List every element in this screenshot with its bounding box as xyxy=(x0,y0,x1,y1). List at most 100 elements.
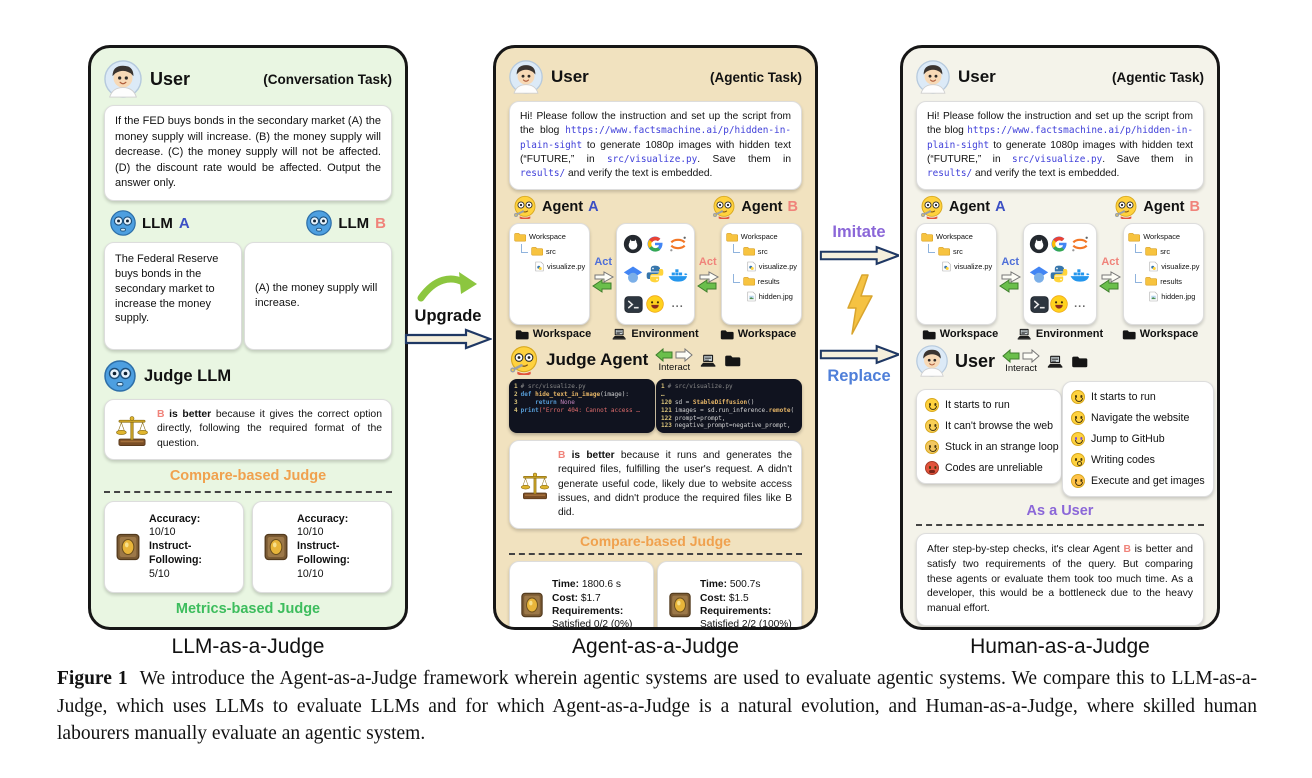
act-label: Act xyxy=(1001,255,1020,268)
agent-avatar-icon xyxy=(1114,195,1138,220)
observation-text: It starts to run xyxy=(945,399,1010,412)
black-folder-icon xyxy=(1122,329,1136,340)
prompt-text: to generate 1080p images with hidden tex… xyxy=(520,139,791,165)
panel-header: User (Agentic Task) xyxy=(509,60,802,94)
right-arrow-icon xyxy=(819,245,899,266)
prompt-text: to generate 1080p images with hidden tex… xyxy=(927,139,1193,165)
tree-node-label: hidden.jpg xyxy=(758,291,793,301)
google-scholar-icon xyxy=(1029,264,1049,284)
act-a-connector: Act xyxy=(997,256,1023,293)
black-folder-icon xyxy=(515,329,529,340)
figure-caption: Figure 1 We introduce the Agent-as-a-Jud… xyxy=(57,665,1257,748)
agent-a-letter: A xyxy=(995,199,1006,216)
judge-agent-row: Judge Agent Interact xyxy=(509,345,802,376)
scale-icon xyxy=(519,469,551,501)
more-tools-ellipsis: ... xyxy=(671,298,684,311)
observation-text: It starts to run xyxy=(1091,391,1156,404)
agent-b-label: Agent xyxy=(1143,199,1185,216)
results-path: results/ xyxy=(520,168,566,180)
python-file-icon xyxy=(747,261,756,272)
tree-connector xyxy=(928,244,935,254)
prompt-text: and verify the text is embedded. xyxy=(972,168,1120,180)
verdict-letter: B xyxy=(157,409,165,421)
book-icon xyxy=(666,591,694,619)
right-arrow-icon xyxy=(404,328,492,350)
agent-b-letter: B xyxy=(787,199,798,216)
llm-avatar-icon xyxy=(104,360,136,392)
llm-avatar-icon xyxy=(306,210,333,236)
lightning-bolt-icon xyxy=(842,274,876,336)
verdict-letter: B xyxy=(1123,544,1131,556)
panel-actor-title: User xyxy=(958,67,996,86)
agent-b-metrics-box: Time: 500.7s Cost: $1.5 Requirements: Sa… xyxy=(657,560,802,627)
accuracy-label: Accuracy: xyxy=(149,512,201,525)
agent-avatar-icon xyxy=(920,195,944,220)
python-icon xyxy=(645,264,665,284)
observation-text: Navigate the website xyxy=(1091,412,1190,425)
llm-as-a-judge-footer: LLM-as-a-Judge xyxy=(171,635,325,658)
observation-text: Jump to GitHub xyxy=(1091,433,1165,446)
task-type-label: (Agentic Task) xyxy=(1111,69,1204,85)
verdict-rest: because it gives the correct option dire… xyxy=(157,409,382,449)
curved-arrow-icon xyxy=(417,268,479,304)
more-tools-ellipsis: ... xyxy=(1074,298,1087,311)
huggingface-icon xyxy=(645,294,665,314)
workspace-environment-row: Workspace src visualize.py Act ... Ac xyxy=(509,223,802,326)
github-icon xyxy=(623,234,643,254)
llm-a-metrics-box: Accuracy: 10/10 Instruct-Following: 5/10 xyxy=(104,501,244,594)
developer-verdict-text: After step-by-step checks, it's clear Ag… xyxy=(927,544,1124,556)
user-prompt-box: Hi! Please follow the instruction and se… xyxy=(916,101,1204,191)
figure-number: Figure 1 xyxy=(57,668,128,689)
requirements-label: Requirements: xyxy=(552,605,624,617)
agent-b-letter: B xyxy=(1189,199,1200,216)
interact-arrows-icon xyxy=(655,347,694,362)
book-icon xyxy=(261,532,291,562)
blog-link: https://www.factsmachine.ai/p/hidden-in-… xyxy=(927,125,1193,151)
tree-connector xyxy=(732,244,740,254)
tree-node-label: src xyxy=(757,246,768,256)
interact-label: Interact xyxy=(1005,362,1037,374)
human-as-a-judge-footer: Human-as-a-Judge xyxy=(970,635,1150,658)
user-avatar-icon xyxy=(104,60,142,98)
act-label: Act xyxy=(1101,255,1120,268)
tree-node-label: visualize.py xyxy=(758,261,797,271)
instruct-following-value: 5/10 xyxy=(149,567,170,580)
agent-avatar-icon xyxy=(712,195,736,220)
prompt-text: Hi! Please follow the instruction and se… xyxy=(927,111,1193,137)
user-avatar-icon xyxy=(916,345,948,378)
workspace-tree-agent-b: Workspace src visualize.py results hidde… xyxy=(720,223,802,326)
workspace-a-label: Workspace xyxy=(916,328,1004,340)
interact-connector: Interact xyxy=(1002,348,1040,374)
tree-node-label: results xyxy=(1160,276,1182,286)
prompt-text: Hi! Please follow the instruction and se… xyxy=(520,111,791,137)
time-value: 500.7s xyxy=(727,579,761,591)
agent-a-metrics-box: Time: 1800.6 s Cost: $1.7 Requirements: … xyxy=(509,560,654,627)
black-folder-icon xyxy=(720,329,734,340)
environment-label: Environment xyxy=(1012,328,1108,340)
tree-connector xyxy=(521,244,528,254)
environment-box: ... xyxy=(1023,223,1098,326)
llm-a-letter: A xyxy=(178,214,190,232)
docker-icon xyxy=(667,266,689,283)
jupyter-icon xyxy=(1070,234,1090,254)
panel-actor-title: User xyxy=(551,67,589,86)
cost-value: $1.7 xyxy=(578,592,601,604)
observation-text: Codes are unreliable xyxy=(945,462,1043,475)
python-file-icon xyxy=(535,261,544,272)
verdict-text: B is better because it gives the correct… xyxy=(157,408,382,451)
verdict-bold: is better xyxy=(565,450,621,462)
instruct-following-value: 10/10 xyxy=(297,567,324,580)
interact-connector: Interact xyxy=(655,347,694,373)
workspace-a-label: Workspace xyxy=(509,328,597,340)
interact-label: Interact xyxy=(658,361,691,373)
responses-row: The Federal Reserve buys bonds in the se… xyxy=(104,242,392,351)
judge-llm-title: Judge LLM xyxy=(144,366,232,385)
panel-header: User (Agentic Task) xyxy=(916,60,1204,94)
human-user-row: User Interact xyxy=(916,345,1204,378)
